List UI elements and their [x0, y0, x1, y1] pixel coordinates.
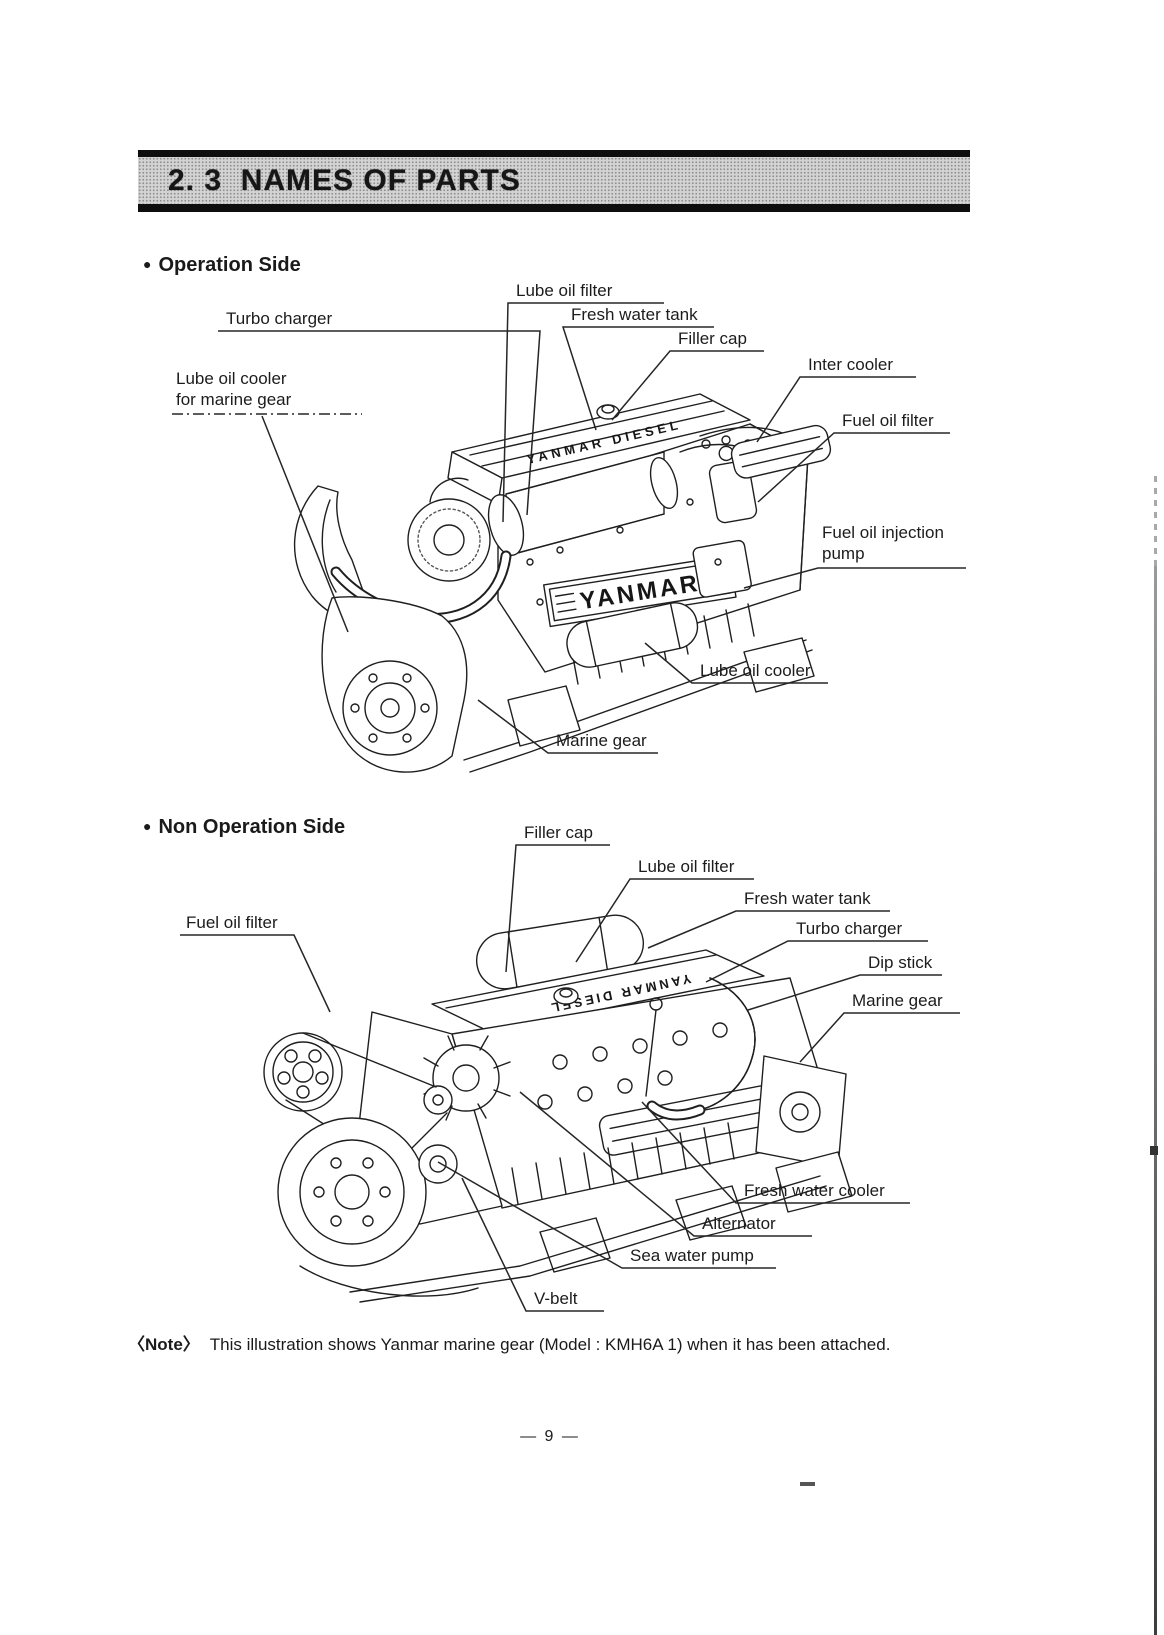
label-fuel-oil-filter-2: Fuel oil filter — [186, 913, 278, 932]
label-lube-oil-filter-2: Lube oil filter — [638, 857, 735, 876]
section-header-band: 2. 3 NAMES OF PARTS — [138, 150, 970, 212]
scan-edge-solid-line — [1154, 566, 1157, 1635]
page-number: — 9 — — [520, 1428, 580, 1445]
bullet-icon: ● — [143, 256, 152, 272]
non-operation-side-leader-lines — [180, 844, 960, 1312]
bullet-icon: ● — [143, 818, 152, 834]
note-prefix: 〈Note〉 — [128, 1335, 200, 1354]
label-fresh-water-tank: Fresh water tank — [571, 305, 698, 324]
operation-side-leader-lines — [172, 302, 966, 754]
label-inter-cooler: Inter cooler — [808, 355, 894, 374]
label-filler-cap-2: Filler cap — [524, 823, 593, 842]
label-fresh-water-tank-2: Fresh water tank — [744, 889, 871, 908]
label-lube-oil-cooler: Lube oil cooler — [700, 661, 811, 680]
label-lube-oil-cooler-for-marine-gear: Lube oil cooler for marine gear — [176, 369, 292, 409]
non-operation-side-heading: ●Non Operation Side — [143, 816, 346, 838]
label-marine-gear: Marine gear — [556, 731, 647, 750]
label-dip-stick: Dip stick — [868, 953, 933, 972]
label-lube-oil-filter: Lube oil filter — [516, 281, 613, 300]
label-turbo-charger: Turbo charger — [226, 309, 333, 328]
label-fuel-oil-injection-pump: Fuel oil injection pump — [822, 523, 944, 563]
label-fuel-oil-filter: Fuel oil filter — [842, 411, 934, 430]
label-sea-water-pump: Sea water pump — [630, 1246, 754, 1265]
label-fresh-water-cooler: Fresh water cooler — [744, 1181, 885, 1200]
section-title: 2. 3 NAMES OF PARTS — [168, 164, 521, 197]
label-filler-cap: Filler cap — [678, 329, 747, 348]
operation-side-heading: ●Operation Side — [143, 254, 301, 276]
operation-side-engine-illustration: YANMAR DIESEL YANMAR — [293, 393, 832, 773]
note-line: 〈Note〉 This illustration shows Yanmar mar… — [128, 1330, 1088, 1355]
scan-stray-dash — [800, 1482, 815, 1486]
non-operation-side-engine-illustration: YANMAR DIESEL — [263, 914, 853, 1303]
scan-edge-dashed-line — [1154, 476, 1157, 566]
label-alternator: Alternator — [702, 1214, 776, 1233]
label-turbo-charger-2: Turbo charger — [796, 919, 903, 938]
label-marine-gear-2: Marine gear — [852, 991, 943, 1010]
label-v-belt: V-belt — [534, 1289, 578, 1308]
scan-edge-blob — [1150, 1146, 1158, 1155]
note-text: This illustration shows Yanmar marine ge… — [209, 1335, 891, 1354]
